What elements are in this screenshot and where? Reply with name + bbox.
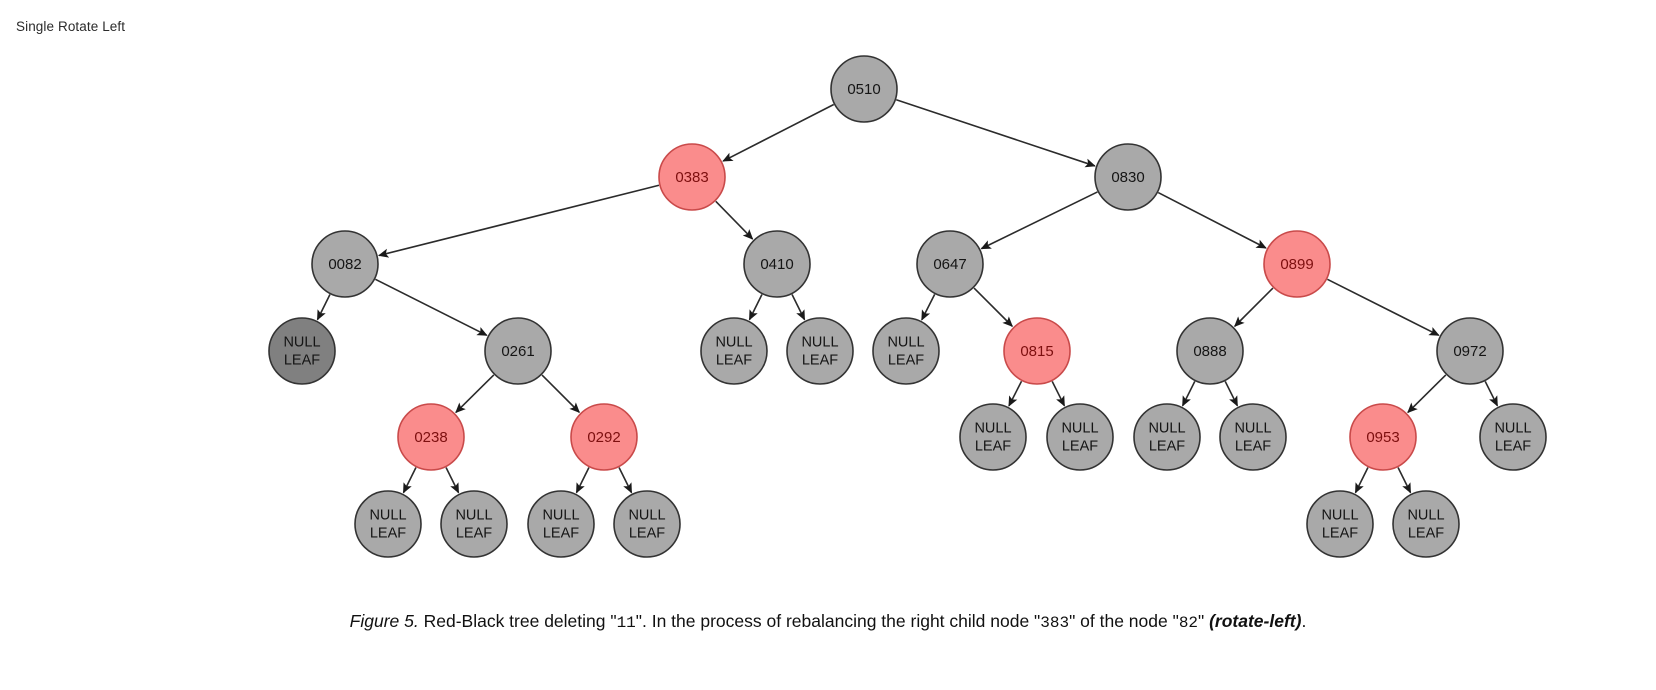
tree-node-0238[interactable]: 0238 xyxy=(397,403,465,471)
tree-node-0815[interactable]: 0815 xyxy=(1003,317,1071,385)
tree-edge xyxy=(1157,191,1267,249)
tree-edge xyxy=(1224,381,1239,407)
tree-edge xyxy=(402,467,417,494)
tree-edge xyxy=(618,467,633,494)
figure-caption: Figure 5. Red-Black tree deleting "11". … xyxy=(0,609,1656,635)
tree-edge xyxy=(715,200,754,240)
tree-node-0383[interactable]: 0383 xyxy=(658,143,726,211)
caption-value-11: 11 xyxy=(616,614,636,632)
tree-edge xyxy=(375,278,488,336)
tree-node-0410[interactable]: 0410 xyxy=(743,230,811,298)
tree-node-0082[interactable]: 0082 xyxy=(311,230,379,298)
tree-edge xyxy=(973,287,1013,327)
caption-value-82: 82 xyxy=(1178,614,1199,632)
tree-node-0261[interactable]: 0261 xyxy=(484,317,552,385)
red-black-tree-diagram: 0510 0383 0830 0082 0410 0647 0899 0261 0815 0888… xyxy=(268,55,1547,558)
page-title: Single Rotate Left xyxy=(16,19,126,34)
caption-text-3: " of the node " xyxy=(1069,611,1179,631)
caption-text-2: ". In the process of rebalancing the rig… xyxy=(635,611,1041,631)
tree-edge xyxy=(921,293,936,321)
tree-edge xyxy=(1181,381,1196,407)
tree-edge xyxy=(748,294,763,321)
caption-rotate-left: (rotate-left) xyxy=(1209,611,1302,631)
tree-edge xyxy=(445,467,460,494)
caption-text-4: " xyxy=(1198,611,1210,631)
tree-edge xyxy=(455,374,495,414)
tree-node-0953[interactable]: 0953 xyxy=(1349,403,1417,471)
tree-edge xyxy=(575,467,590,494)
tree-edges xyxy=(316,98,1499,494)
tree-edge xyxy=(1407,374,1447,414)
tree-node-0830[interactable]: 0830 xyxy=(1094,143,1162,211)
tree-nodes: 0510 0383 0830 0082 0410 0647 0899 0261 0815 0888… xyxy=(268,55,1547,558)
caption-text-5: . xyxy=(1301,611,1307,631)
tree-edge xyxy=(1051,381,1066,407)
tree-node-0510[interactable]: 0510 xyxy=(830,55,898,123)
tree-node-0292[interactable]: 0292 xyxy=(570,403,638,471)
tree-node-0647[interactable]: 0647 xyxy=(916,230,984,298)
tree-edge xyxy=(722,103,835,162)
tree-node-0899[interactable]: 0899 xyxy=(1263,230,1331,298)
tree-edge xyxy=(896,98,1096,168)
tree-edge xyxy=(316,294,331,321)
tree-edge xyxy=(1397,467,1412,494)
tree-edge xyxy=(980,191,1098,250)
tree-edge xyxy=(1234,287,1274,327)
tree-edge xyxy=(377,184,660,258)
tree-edge xyxy=(1008,380,1023,407)
caption-value-383: 383 xyxy=(1040,614,1070,632)
tree-node-0972[interactable]: 0972 xyxy=(1436,317,1504,385)
tree-edge xyxy=(1484,381,1499,407)
tree-edge xyxy=(791,294,806,321)
tree-edge xyxy=(541,374,580,413)
tree-edge xyxy=(1327,278,1440,336)
figure-number: Figure 5. xyxy=(349,611,419,631)
tree-edge xyxy=(1354,467,1369,494)
tree-node-0888[interactable]: 0888 xyxy=(1176,317,1244,385)
caption-text-1: Red-Black tree deleting " xyxy=(418,611,617,631)
